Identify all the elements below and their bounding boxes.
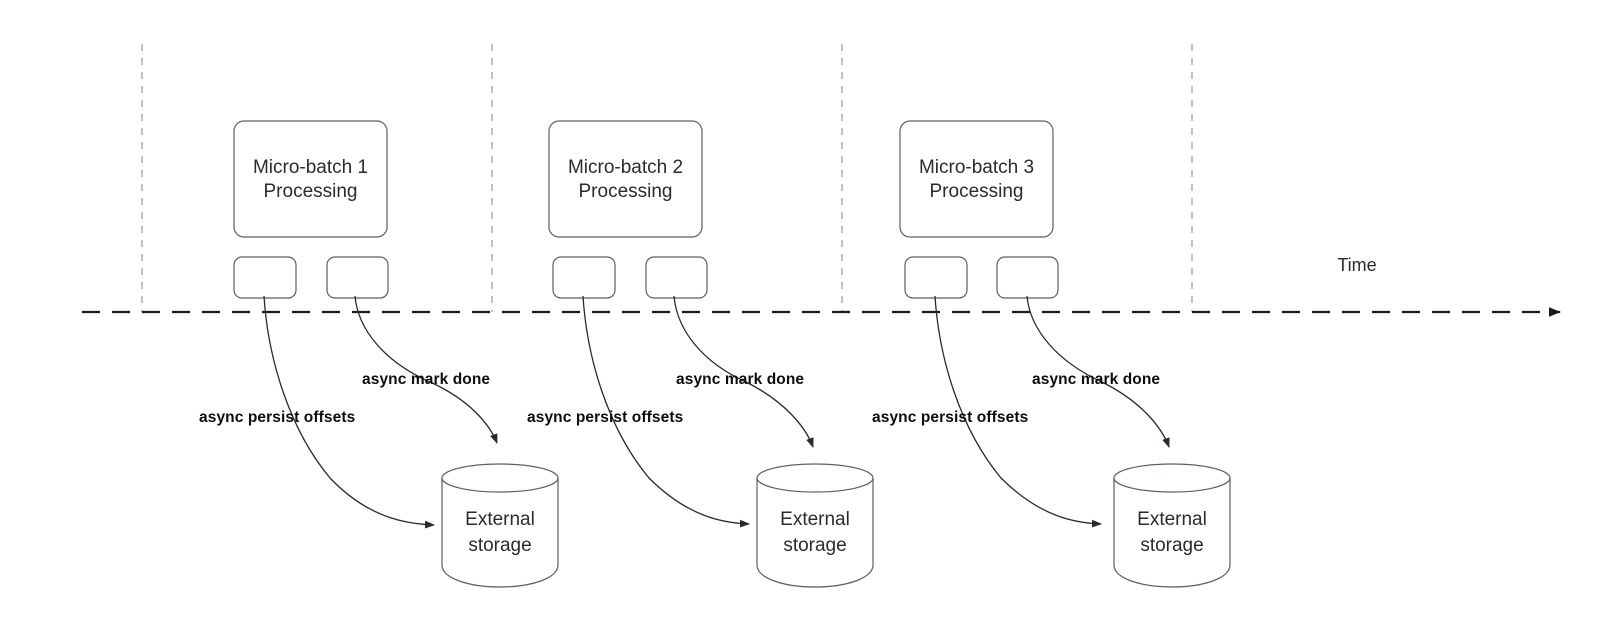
external-storage-cylinder-2[interactable] [756, 463, 874, 588]
task-box-3-right[interactable] [996, 256, 1059, 299]
external-storage-cylinder-3[interactable] [1113, 463, 1231, 588]
micro-batch-2-label-line1: Micro-batch 2 [568, 157, 683, 178]
external-storage-label-1-line2: storage [468, 535, 531, 556]
task-box-2-right[interactable] [645, 256, 708, 299]
async-persist-offsets-arrow-2 [582, 295, 750, 528]
async-mark-done-label-1: async mark done [362, 371, 490, 388]
async-mark-done-label-2: async mark done [676, 371, 804, 388]
micro-batch-group-1: Micro-batch 1 Processing async persist o… [199, 120, 559, 588]
async-persist-offsets-label-1: async persist offsets [199, 409, 355, 426]
external-storage-cylinder-1[interactable] [441, 463, 559, 588]
task-box-1-left[interactable] [233, 256, 297, 299]
micro-batch-group-2: Micro-batch 2 Processing async persist o… [527, 120, 874, 588]
async-mark-done-arrow-3 [1026, 295, 1170, 448]
external-storage-label-2-line2: storage [783, 535, 846, 556]
external-storage-label-1-line1: External [465, 509, 535, 530]
micro-batch-3-label-line2: Processing [930, 181, 1024, 202]
async-persist-offsets-label-3: async persist offsets [872, 409, 1028, 426]
task-box-1-right[interactable] [326, 256, 389, 299]
async-mark-done-arrow-1 [354, 295, 498, 444]
micro-batch-group-3: Micro-batch 3 Processing async persist o… [872, 120, 1231, 588]
task-box-3-left[interactable] [904, 256, 968, 299]
time-axis-label: Time [1337, 255, 1376, 275]
micro-batch-2-box[interactable] [548, 120, 703, 238]
task-box-2-left[interactable] [552, 256, 616, 299]
micro-batch-2-label-line2: Processing [579, 181, 673, 202]
async-persist-offsets-label-2: async persist offsets [527, 409, 683, 426]
divider-group [141, 44, 1193, 312]
micro-batch-3-box[interactable] [899, 120, 1054, 238]
async-persist-offsets-arrow-1 [263, 295, 435, 529]
external-storage-label-3-line1: External [1137, 509, 1207, 530]
micro-batch-3-label-line1: Micro-batch 3 [919, 157, 1034, 178]
async-mark-done-arrow-2 [673, 295, 814, 448]
micro-batch-1-label-line2: Processing [264, 181, 358, 202]
async-persist-offsets-arrow-3 [934, 295, 1102, 528]
external-storage-label-3-line2: storage [1140, 535, 1203, 556]
micro-batch-1-label-line1: Micro-batch 1 [253, 157, 368, 178]
external-storage-label-2-line1: External [780, 509, 850, 530]
micro-batch-1-box[interactable] [233, 120, 388, 238]
async-mark-done-label-3: async mark done [1032, 371, 1160, 388]
